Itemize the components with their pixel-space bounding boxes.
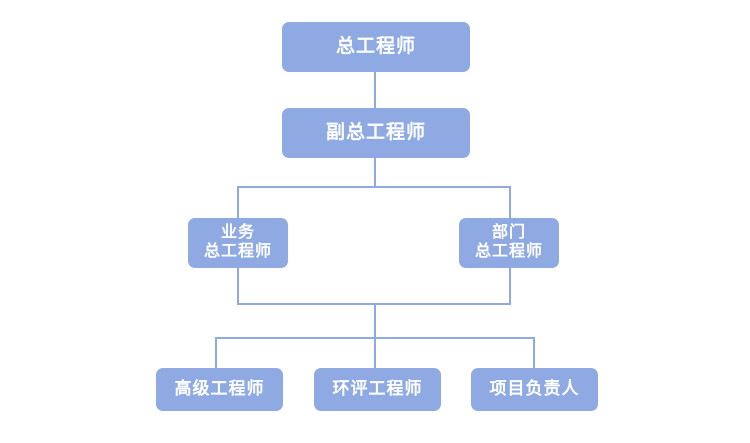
node-business-chief-engineer[interactable]: 业务 总工程师 bbox=[188, 218, 288, 268]
node-chief-engineer[interactable]: 总工程师 bbox=[282, 22, 470, 72]
connector-business-chief-drop bbox=[237, 268, 239, 305]
node-eia-engineer[interactable]: 环评工程师 bbox=[314, 368, 441, 411]
connector-to-project-manager bbox=[533, 337, 535, 368]
node-project-manager[interactable]: 项目负责人 bbox=[471, 368, 598, 411]
connector-to-senior-engineer bbox=[215, 337, 217, 368]
connector-merge-to-distribution bbox=[374, 303, 376, 339]
connector-chief-to-deputy bbox=[374, 72, 376, 110]
connector-to-department-chief bbox=[509, 186, 511, 218]
connector-to-business-chief bbox=[237, 186, 239, 218]
connector-level3-split-bar bbox=[237, 186, 511, 188]
connector-to-eia-engineer bbox=[374, 337, 376, 368]
connector-deputy-drop bbox=[374, 158, 376, 187]
connector-department-chief-drop bbox=[509, 268, 511, 305]
node-senior-engineer[interactable]: 高级工程师 bbox=[156, 368, 283, 411]
node-deputy-chief-engineer[interactable]: 副总工程师 bbox=[282, 108, 470, 158]
node-department-chief-engineer[interactable]: 部门 总工程师 bbox=[459, 218, 559, 268]
